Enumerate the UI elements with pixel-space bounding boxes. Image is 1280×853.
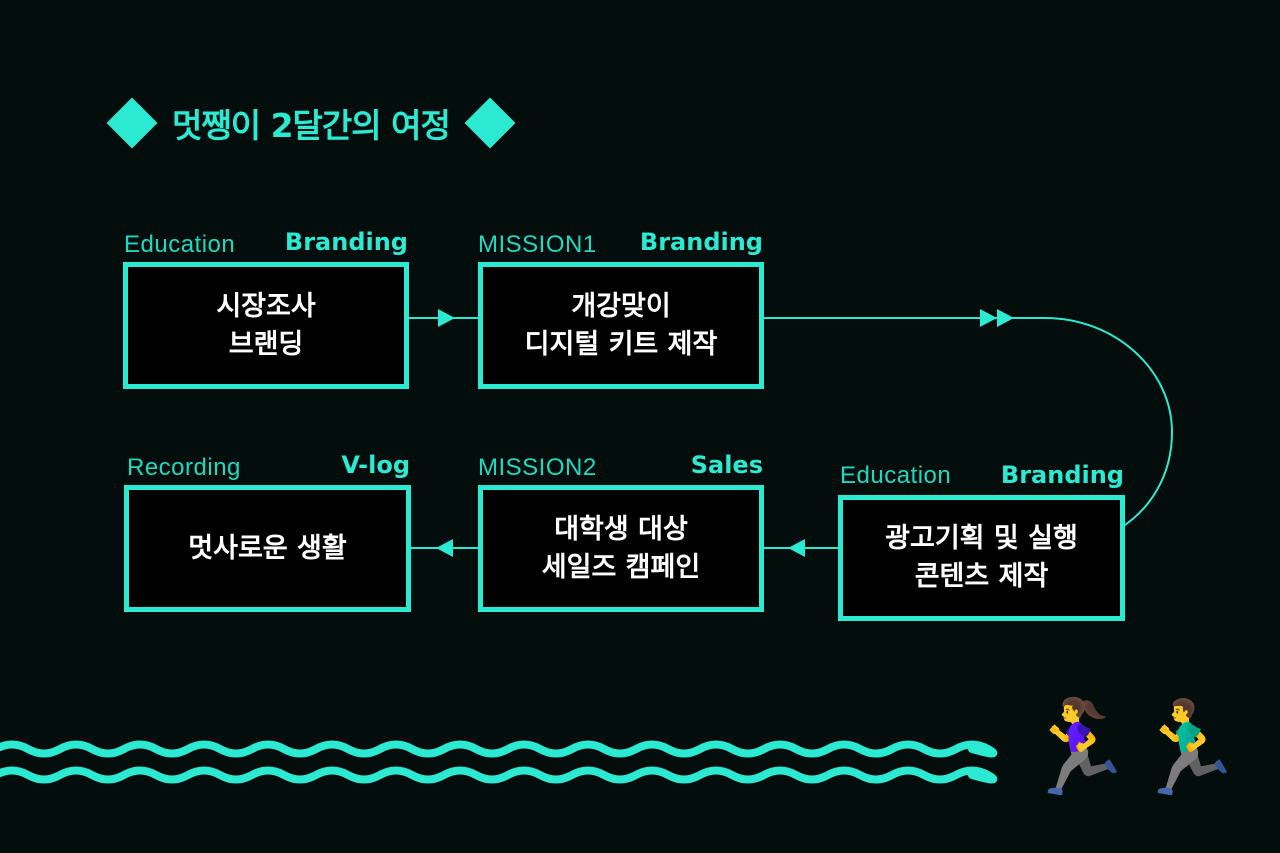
step-5-category: Recording xyxy=(127,454,241,481)
step-1-line2: 브랜딩 xyxy=(228,328,304,360)
wave-icon xyxy=(0,766,998,784)
step-2-track: Branding xyxy=(639,228,763,256)
step-3-line1: 광고기획 및 실행 xyxy=(885,523,1078,554)
arrow-left-icon xyxy=(788,539,805,557)
step-1-category: Education xyxy=(124,231,236,258)
step-2-line2: 디지털 키트 제작 xyxy=(524,328,718,360)
double-arrow-icon xyxy=(997,309,1014,327)
page-title: 멋쨍이 2달간의 여정 xyxy=(104,94,518,152)
step-4-category: MISSION2 xyxy=(478,454,597,481)
step-5-line1: 멋사로운 생활 xyxy=(188,532,347,564)
double-arrow-icon xyxy=(980,309,997,327)
step-1-line1: 시장조사 xyxy=(216,290,316,322)
step-1-box: 시장조사 브랜딩 xyxy=(123,262,409,389)
step-2-line1: 개강맞이 xyxy=(571,290,671,322)
wave-icon xyxy=(0,740,998,758)
step-4-box: 대학생 대상 세일즈 캠페인 xyxy=(478,485,764,612)
step-4-line1: 대학생 대상 xyxy=(554,513,688,545)
connector-curve xyxy=(762,317,1174,528)
runner-icon: 🏃‍♂️ xyxy=(1130,694,1245,801)
arrow-left-icon xyxy=(436,539,453,557)
step-3-box: 광고기획 및 실행 콘텐츠 제작 xyxy=(838,495,1125,621)
step-2-box: 개강맞이 디지털 키트 제작 xyxy=(478,262,764,389)
title-text: 멋쨍이 2달간의 여정 xyxy=(172,106,451,145)
arrow-right-icon xyxy=(438,309,455,327)
step-5-track: V-log xyxy=(341,451,410,479)
step-5-box: 멋사로운 생활 xyxy=(124,485,411,612)
step-4-track: Sales xyxy=(690,451,763,479)
runner-icon: 🏃‍♀️ xyxy=(1020,694,1135,801)
step-3-category: Education xyxy=(840,462,952,489)
step-3-line2: 콘텐츠 제작 xyxy=(914,561,1049,592)
step-1-track: Branding xyxy=(284,228,408,256)
step-4-line2: 세일즈 캠페인 xyxy=(541,551,701,583)
step-2-category: MISSION1 xyxy=(478,231,597,258)
step-3-track: Branding xyxy=(1000,461,1124,489)
